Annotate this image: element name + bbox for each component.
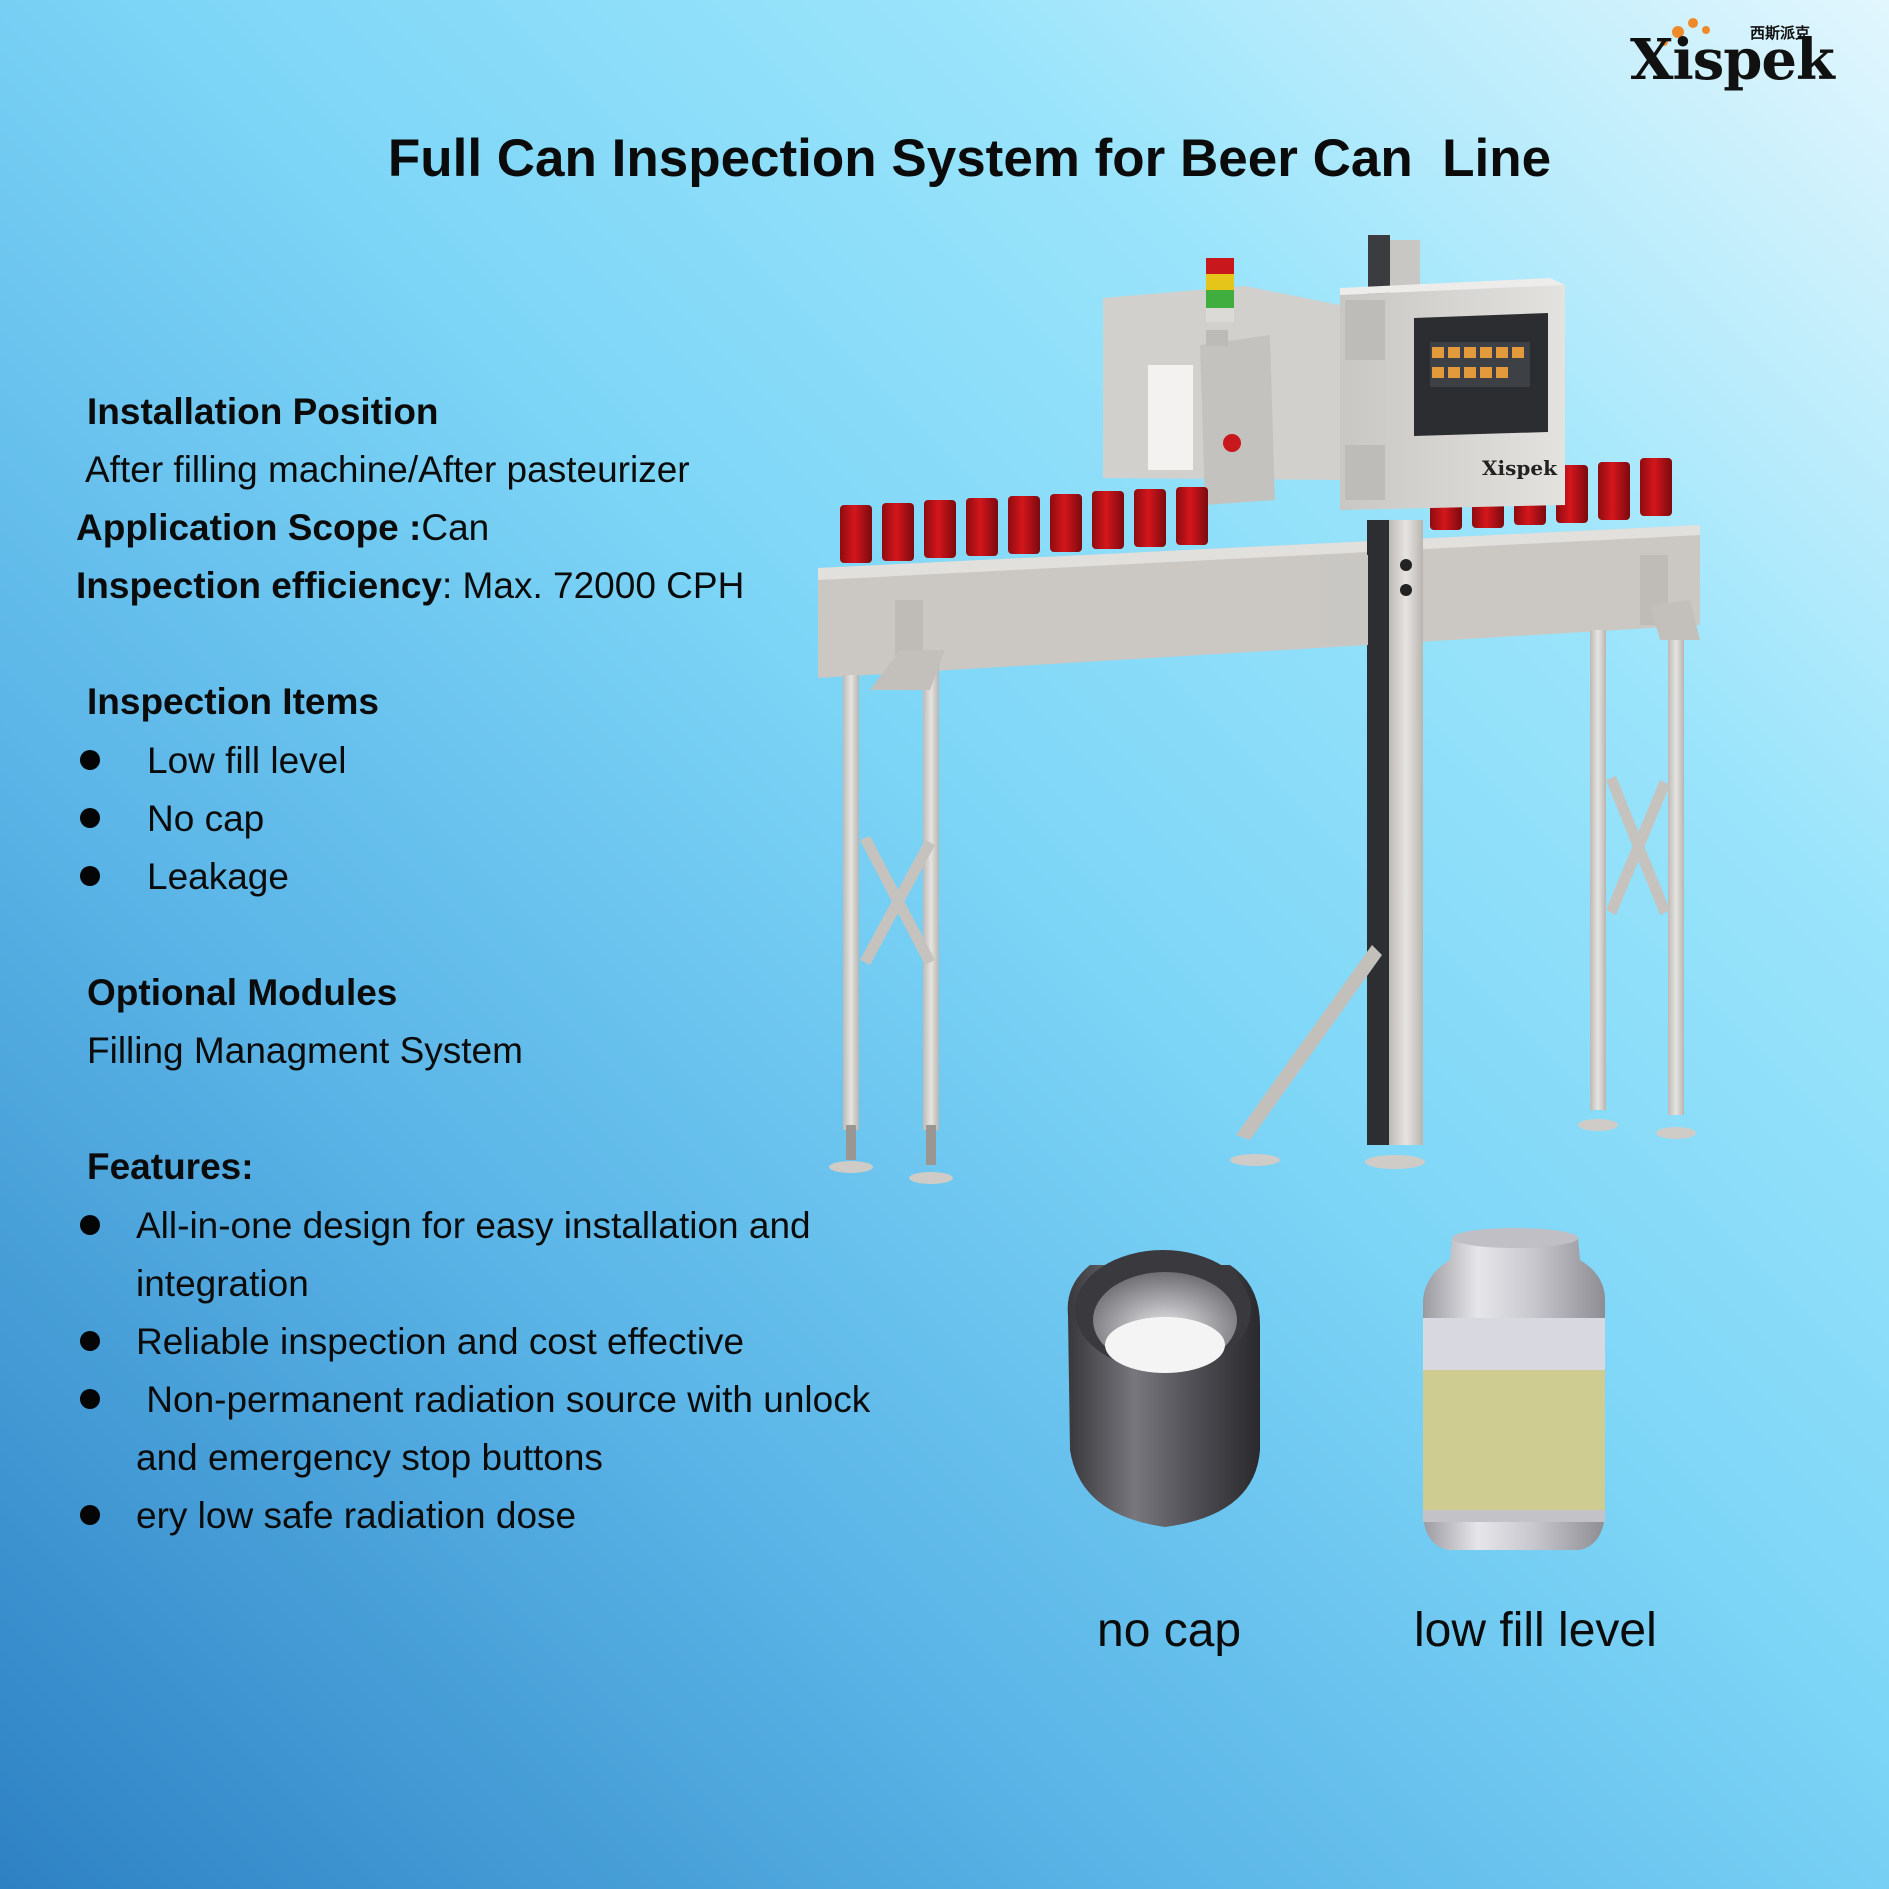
inspection-item: Leakage [147, 856, 289, 897]
application-scope-value: Can [421, 507, 490, 548]
bullet-icon [80, 808, 100, 828]
installation-heading: Installation Position [87, 391, 439, 432]
inspection-efficiency-label: Inspection efficiency [76, 565, 442, 606]
hmi-touchscreen [1414, 313, 1548, 436]
conveyor-beam [818, 525, 1700, 680]
no-cap-caption: no cap [1097, 1604, 1242, 1657]
no-cap-can-illustration [1067, 1250, 1260, 1527]
feature-item-line: and emergency stop buttons [136, 1437, 603, 1478]
signal-tower [1206, 258, 1234, 346]
panel-brand-label: Xispek [1482, 456, 1558, 480]
logo-dot [1672, 26, 1684, 38]
bullet-icon [80, 1505, 100, 1525]
center-column [1230, 235, 1425, 1169]
feature-item-line: Non-permanent radiation source with unlo… [136, 1379, 871, 1420]
logo-dot [1688, 18, 1698, 28]
optional-modules-heading: Optional Modules [87, 972, 398, 1013]
logo-dot [1702, 26, 1710, 34]
feature-item-line: Reliable inspection and cost effective [136, 1321, 745, 1362]
application-scope-label: Application Scope : [76, 507, 422, 548]
inspection-item: No cap [147, 798, 265, 839]
page-title: Full Can Inspection System for Beer Can … [387, 129, 1552, 188]
optional-modules-value: Filling Managment System [87, 1030, 523, 1071]
liquid-level [1423, 1370, 1605, 1510]
xispek-logo: 西斯派克 Xispek [1630, 18, 1860, 88]
features-heading: Features: [87, 1146, 254, 1187]
left-legs [829, 650, 953, 1184]
feature-item-line: ery low safe radiation dose [136, 1495, 577, 1536]
installation-value: After filling machine/After pasteurizer [85, 449, 690, 490]
inspection-item: Low fill level [147, 740, 347, 781]
bullet-icon [80, 1215, 100, 1235]
bullet-icon [80, 750, 100, 770]
bullet-icon [80, 1389, 100, 1409]
inspection-efficiency-value: : Max. 72000 CPH [442, 565, 745, 606]
logo-dot [1660, 38, 1668, 46]
inspection-items-heading: Inspection Items [87, 681, 379, 722]
logo-wordmark: Xispek [1630, 27, 1835, 93]
application-scope-line: Application Scope :Can [76, 509, 489, 546]
logo-chinese-text: 西斯派克 [1750, 25, 1811, 42]
feature-item-line: All-in-one design for easy installation … [136, 1205, 811, 1246]
low-fill-caption: low fill level [1414, 1604, 1657, 1657]
bullet-icon [80, 1331, 100, 1351]
feature-item-line: integration [136, 1263, 309, 1304]
inspection-efficiency-line: Inspection efficiency: Max. 72000 CPH [76, 567, 744, 604]
bullet-icon [80, 866, 100, 886]
shield-cabinet [1103, 286, 1340, 505]
right-legs [1578, 600, 1700, 1139]
low-fill-can-illustration [1423, 1228, 1605, 1550]
